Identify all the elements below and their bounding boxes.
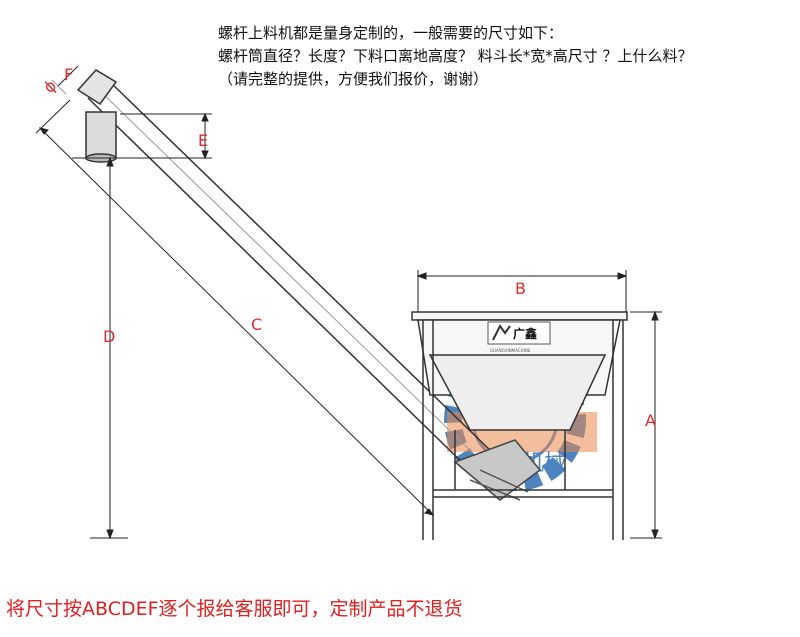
hopper-brand-plate: 广鑫 GUANGXINMACHINE: [487, 321, 551, 353]
dimension-lines: [35, 65, 662, 540]
brand-logo-icon: [492, 324, 511, 341]
dimension-label-B: B: [515, 279, 526, 298]
dimension-label-A: A: [645, 411, 656, 430]
dimension-label-E: E: [198, 131, 208, 150]
dimension-label-D: D: [103, 327, 115, 346]
dimension-label-C: C: [251, 315, 262, 334]
instruction-text: 螺杆上料机都是量身定制的，一般需要的尺寸如下： 螺杆筒直径？长度？下料口离地高度…: [218, 22, 788, 91]
brand-small-text: GUANGXINMACHINE: [490, 348, 531, 353]
instruction-line-3: （请完整的提供，方便我们报价，谢谢）: [218, 70, 489, 88]
dimension-label-F: F: [64, 65, 73, 84]
dimension-phi-symbol: ϕ: [39, 76, 60, 97]
footer-note: 将尺寸按ABCDEF逐个报给客服即可，定制产品不退货: [6, 598, 463, 620]
brand-name: 广鑫: [513, 326, 537, 341]
instruction-line-1: 螺杆上料机都是量身定制的，一般需要的尺寸如下：: [218, 24, 564, 42]
hopper: [411, 311, 628, 540]
instruction-line-2: 螺杆筒直径？长度？下料口离地高度？ 料斗长*宽*高尺寸 ？上什么料？: [218, 47, 693, 65]
